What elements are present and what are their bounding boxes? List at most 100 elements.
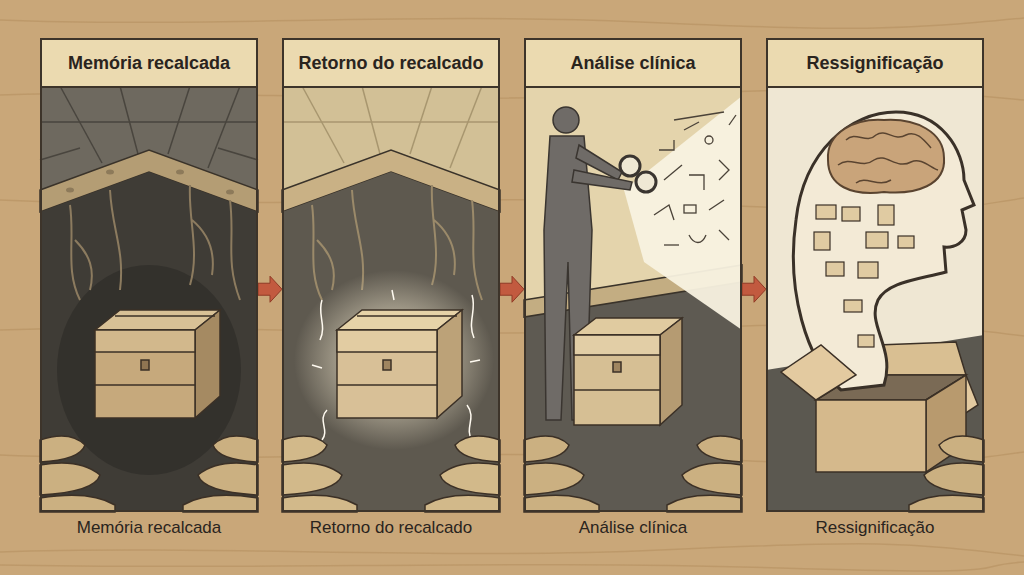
panel-heading: Ressignificação <box>768 40 982 88</box>
analyst-scene-part-part <box>636 172 656 192</box>
buried-chest-scene-part-part <box>141 360 149 370</box>
wood-background-part-part <box>0 544 1024 556</box>
flow-arrow <box>500 276 524 302</box>
analyst-scene-part-part <box>613 362 621 372</box>
stage-panel: Memória recalcadaMemória recalcada <box>40 38 258 512</box>
resignified-mind-scene-part-part <box>844 300 862 312</box>
stage-panel: Análise clínicaAnálise clínica <box>524 38 742 512</box>
wood-background-part-part <box>0 562 1024 571</box>
buried-chest-scene-part-part <box>40 121 258 123</box>
buried-chest-scene-part-part <box>198 463 258 495</box>
analyst-scene-part-part <box>660 318 682 425</box>
analyst-scene-part-part <box>574 335 660 425</box>
glowing-chest-scene-part-part <box>410 86 432 154</box>
flow-arrow <box>742 276 766 302</box>
resignified-mind-scene-part <box>909 436 984 512</box>
buried-chest-scene-part-part <box>40 463 100 495</box>
buried-chest-scene-part-part <box>70 205 92 300</box>
resignified-mind-scene-part-part <box>924 463 984 495</box>
analyst-scene-part-part <box>697 436 742 462</box>
buried-chest-scene-part-part <box>213 436 258 462</box>
resignified-mind-scene-part <box>838 133 938 183</box>
buried-chest-scene-part-part <box>66 188 74 193</box>
analyst-scene-part-part <box>574 335 660 355</box>
glowing-chest-scene-part-part <box>302 86 344 163</box>
analyst-scene-part-part <box>674 112 724 120</box>
analyst-scene-part <box>624 96 742 330</box>
analyst-scene-part-part <box>620 156 640 176</box>
analyst-scene-part-part <box>729 115 736 125</box>
analyst-scene-part-part <box>689 175 704 190</box>
resignified-mind-scene-part-part <box>846 133 931 148</box>
buried-chest-scene-part <box>95 310 220 418</box>
panel-heading: Memória recalcada <box>42 40 256 88</box>
glowing-chest-scene-part-part <box>337 330 437 352</box>
glowing-chest-scene-part-part <box>357 315 457 317</box>
buried-chest-scene-part-part <box>40 148 80 160</box>
analyst-scene-part <box>620 156 656 192</box>
resignified-mind-scene-part-part <box>866 232 888 248</box>
buried-chest-scene-part-part <box>218 148 258 160</box>
glowing-chest-scene-part-part <box>471 295 474 338</box>
analyst-scene-part <box>574 318 682 425</box>
resignified-mind-scene-part-part <box>781 345 856 400</box>
glowing-chest-scene-part <box>294 270 494 450</box>
glowing-chest-scene-part-part <box>312 365 322 368</box>
analyst-scene-part-part <box>664 165 682 180</box>
resignified-mind-scene-part-part <box>842 207 860 221</box>
glowing-chest-scene-part-part <box>383 360 391 370</box>
wood-background-part <box>0 18 1024 571</box>
panel-caption: Análise clínica <box>514 518 752 538</box>
glowing-chest-scene-part <box>337 310 462 418</box>
panel-heading: Análise clínica <box>526 40 740 88</box>
resignified-mind-scene-part-part <box>838 158 938 170</box>
glowing-chest-scene-part-part <box>337 330 437 418</box>
resignified-mind-scene-part <box>828 120 944 193</box>
buried-chest-scene-part <box>70 185 240 300</box>
analyst-scene-part-part <box>689 235 706 243</box>
buried-chest-scene-part-part <box>110 190 121 290</box>
glowing-chest-scene-part-part <box>440 463 500 495</box>
glowing-chest-scene-part-part <box>470 360 480 362</box>
resignified-mind-scene-part-part <box>878 205 894 225</box>
flow-arrow <box>258 276 282 302</box>
glowing-chest-scene-part-part <box>312 205 334 300</box>
glowing-chest-scene-part-part <box>472 200 482 300</box>
analyst-scene-part-part <box>524 463 584 495</box>
glowing-chest-scene-part-part <box>320 300 323 340</box>
glowing-chest-scene-part <box>312 290 480 440</box>
analyst-scene-part-part <box>682 463 742 495</box>
panel-caption: Memória recalcada <box>30 518 268 538</box>
panel-heading: Retorno do recalcado <box>284 40 498 88</box>
buried-chest-scene-part <box>57 265 241 475</box>
buried-chest-scene <box>40 86 258 512</box>
buried-chest-scene-part-part <box>40 495 115 512</box>
resignified-mind-scene-part-part <box>939 436 984 462</box>
buried-chest-scene-part-part <box>115 315 215 317</box>
glowing-chest-scene-part <box>282 172 500 512</box>
glowing-chest-scene-part-part <box>282 121 500 123</box>
analyst-scene-part <box>524 86 742 512</box>
stage-panel: RessignificaçãoRessignificação <box>766 38 984 512</box>
resignified-mind-scene-part-part <box>898 236 914 248</box>
wood-background-part-part <box>0 18 1024 28</box>
glowing-chest-scene-part-part <box>425 495 500 512</box>
analyst-scene-part-part <box>553 107 579 133</box>
glowing-chest-scene-part-part <box>437 310 462 418</box>
resignified-mind-scene-part-part <box>816 400 926 472</box>
glowing-chest-scene-part-part <box>392 290 394 300</box>
glowing-chest-scene-part-part <box>282 495 357 512</box>
glowing-chest-scene-part-part <box>282 436 327 462</box>
resignified-mind-scene-part <box>766 86 984 512</box>
analyst-scene-part-part <box>654 205 674 220</box>
glowing-chest-scene-part <box>282 436 500 512</box>
analyst-scene-part-part <box>659 140 674 150</box>
buried-chest-scene-part-part <box>230 200 240 300</box>
analyst-scene <box>524 86 742 512</box>
glowing-chest-scene-part-part <box>337 384 437 386</box>
analyst-scene-part <box>654 112 736 245</box>
buried-chest-scene-part-part <box>95 330 195 352</box>
buried-chest-scene-part <box>40 172 258 512</box>
